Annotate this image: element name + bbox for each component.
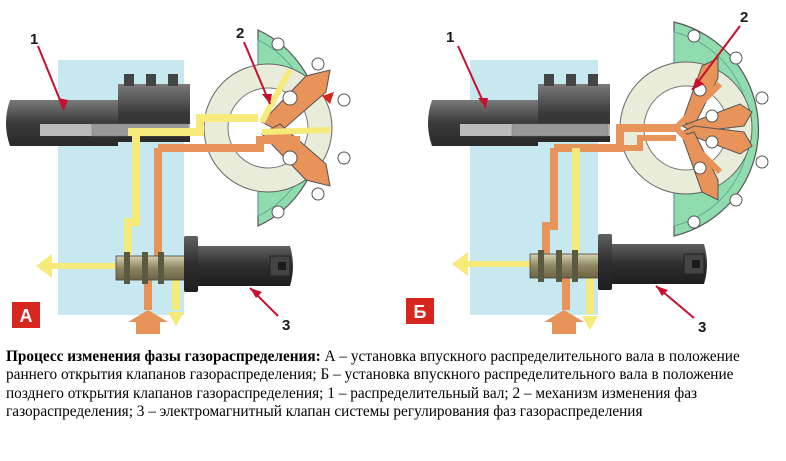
callout-label-1: 1 [446,29,454,46]
panel-a: 1 2 3 А [6,25,351,334]
callout-label-2: 2 [236,25,244,42]
callout-label-3: 3 [282,317,290,334]
callout-label-2: 2 [740,9,748,26]
diagram-stage: 1 2 3 А [6,9,769,336]
solenoid-valve [529,234,707,290]
phase-shifter-rotor [619,21,769,237]
callouts-a: 1 2 3 [30,25,290,334]
solenoid-valve [115,236,293,292]
caption-title: Процесс изменения фазы газораспределения… [6,348,321,365]
phase-shifter-rotor [203,29,351,227]
oil-channels-a [36,114,300,334]
figure-caption: Процесс изменения фазы газораспределения… [6,348,780,422]
panel-b: 1 2 3 Б [406,9,769,336]
callout-label-3: 3 [698,319,706,336]
panel-badge-b: Б [406,298,434,324]
camshaft [428,74,610,146]
panel-badge-a: А [12,302,40,328]
panel-letter-a: А [20,306,33,326]
caption-text: А – установка впускного распределительно… [6,348,740,421]
callout-label-1: 1 [30,31,38,48]
panel-letter-b: Б [414,302,427,322]
callouts-b: 1 2 3 [446,9,748,336]
